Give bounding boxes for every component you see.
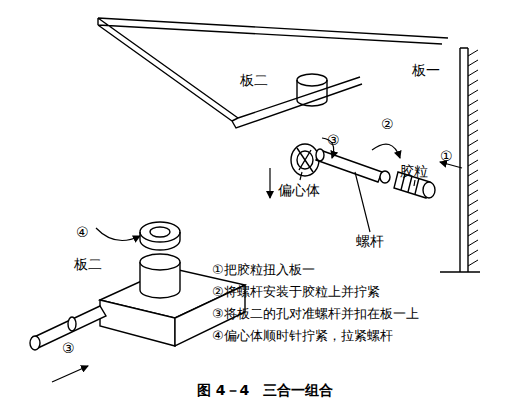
board-block — [100, 300, 175, 346]
arrow — [372, 144, 400, 158]
note-text: ④偏心体顺时针拧紧，拉紧螺杆 — [212, 329, 393, 344]
note-text: ③将板二的孔对准螺杆并扣在板一上 — [212, 307, 419, 322]
leader-line — [414, 180, 415, 186]
figure-caption: 图 4－4 三合一组合 — [197, 382, 333, 398]
arrow — [96, 228, 140, 241]
note-text: ①把胶粒扭入板一 — [212, 263, 315, 278]
callout-number: ④ — [76, 224, 89, 240]
eccentric-body — [140, 222, 180, 242]
screw-rod — [316, 149, 324, 161]
callout-number: ③ — [327, 132, 340, 148]
callout-number: ① — [440, 148, 453, 164]
part-label: 板二 — [240, 72, 268, 88]
board-one — [440, 48, 480, 272]
callout-number: ② — [381, 116, 394, 132]
note-text: ②将螺杆安装于胶粒上并拧紧 — [212, 285, 380, 300]
callout-number: ③ — [62, 340, 75, 356]
screw-rod — [68, 317, 76, 331]
part-label: 板一 — [412, 62, 440, 78]
screw-rod — [316, 150, 382, 182]
part-label: 螺杆 — [356, 233, 384, 249]
dowel — [423, 182, 435, 198]
part-label: 胶粒 — [400, 163, 428, 179]
hole-cylinder — [297, 100, 327, 106]
arrow — [52, 366, 88, 382]
arrow — [269, 168, 270, 198]
eccentric-body — [291, 144, 319, 176]
leader-line — [355, 172, 370, 232]
eccentric-body — [297, 148, 313, 172]
board-outline — [98, 18, 448, 128]
screw-rod — [380, 171, 390, 183]
screw-rod — [30, 336, 40, 350]
eccentric-body — [150, 227, 170, 237]
hole-cylinder — [297, 74, 327, 86]
hole-cylinder — [297, 80, 327, 100]
part-label: 板二 — [74, 256, 102, 272]
part-label: 偏心体 — [278, 182, 320, 198]
eccentric-body — [140, 232, 180, 250]
leader-line — [300, 172, 302, 180]
hole-cylinder — [140, 254, 180, 270]
hatching — [468, 50, 478, 266]
